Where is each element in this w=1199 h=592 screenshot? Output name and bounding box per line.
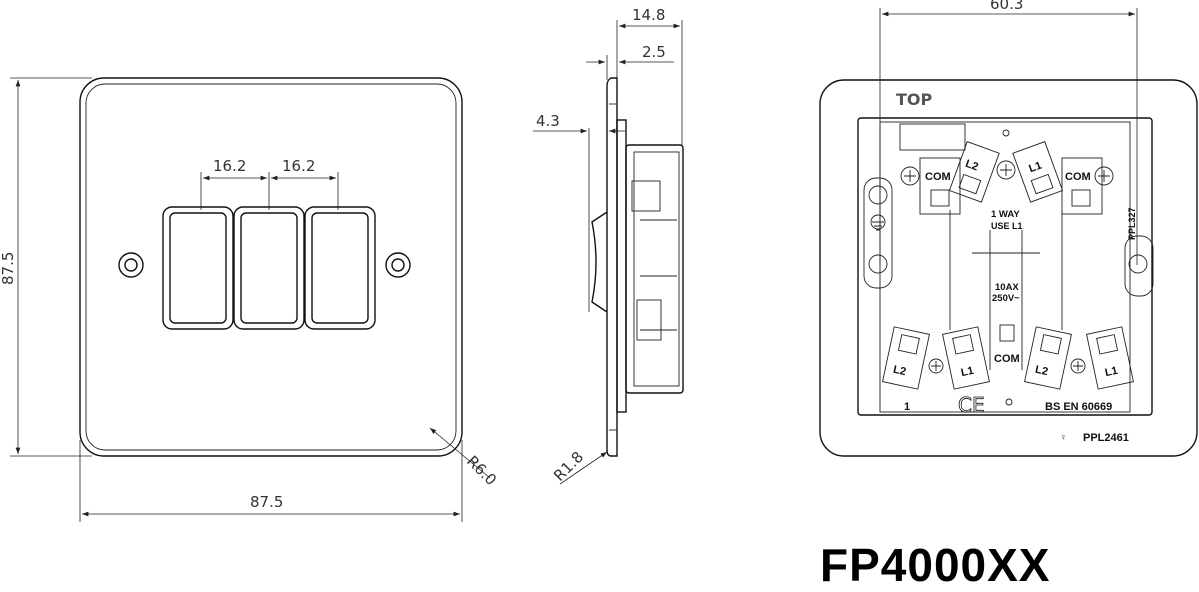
terminal-l1-bottom-right: L1 — [1104, 365, 1119, 379]
depth-dimension: 14.8 — [632, 6, 665, 24]
rocker-3 — [304, 206, 376, 330]
mechanism-outline — [857, 117, 1153, 416]
terminal-l1-bottom-left: L1 — [960, 365, 975, 379]
plate-thickness-dimension: 2.5 — [642, 43, 666, 61]
one-way-label: 1 WAY — [991, 209, 1020, 220]
use-l1-label: USE L1 — [991, 221, 1023, 231]
terminal-l1-top: L1 — [1027, 160, 1043, 176]
screw-hole-right — [385, 252, 411, 278]
ce-mark: CE — [958, 393, 985, 417]
width-dimension: 87.5 — [250, 493, 283, 511]
key-icon: ♀ — [1060, 432, 1067, 442]
pitch-dimension-2: 16.2 — [282, 157, 315, 175]
front-view: 87.5 87.5 16.2 16.2 R6.0 — [0, 77, 500, 522]
terminal-com-left: COM — [925, 171, 951, 183]
corner-radius-label: R6.0 — [463, 452, 500, 489]
rocker-1 — [162, 206, 234, 330]
plate-profile — [606, 77, 618, 457]
fixing-hole — [1128, 254, 1148, 274]
rocker-projection-dimension: 4.3 — [536, 112, 560, 130]
terminal-com-bottom: COM — [994, 353, 1020, 365]
pitch-dimension-1: 16.2 — [213, 157, 246, 175]
top-label: TOP — [896, 90, 933, 109]
plate-code-label: PPL2461 — [1083, 432, 1129, 444]
terminal-com-right: COM — [1065, 171, 1091, 183]
rocker-2 — [233, 206, 305, 330]
voltage-rating: 250V~ — [992, 293, 1020, 304]
height-dimension: 87.5 — [0, 252, 17, 285]
side-view: 14.8 2.5 4.3 R1.8 — [533, 6, 684, 485]
rear-view: TOP 60.3 COM COM L2 L1 1 WAY USE L1 PPL3… — [819, 0, 1198, 457]
fixing-centres-dimension: 60.3 — [990, 0, 1023, 13]
screw-hole-left — [118, 252, 144, 278]
earth-terminal — [863, 177, 893, 289]
edge-radius-label: R1.8 — [550, 448, 587, 485]
gang-number: 1 — [904, 401, 910, 413]
rocker-profile — [591, 211, 608, 313]
current-rating: 10AX — [995, 282, 1019, 293]
part-code-label: PPL327 — [1127, 207, 1137, 240]
mechanism-body — [625, 144, 684, 394]
terminal-l2-bottom-left: L2 — [892, 364, 907, 378]
model-number: FP4000XX — [820, 539, 1051, 591]
terminal-l2-bottom-right: L2 — [1034, 364, 1049, 378]
terminal-l2-top: L2 — [964, 158, 980, 174]
face-plate — [79, 77, 463, 457]
standard-label: BS EN 60669 — [1045, 401, 1112, 413]
rear-plate — [819, 79, 1198, 457]
